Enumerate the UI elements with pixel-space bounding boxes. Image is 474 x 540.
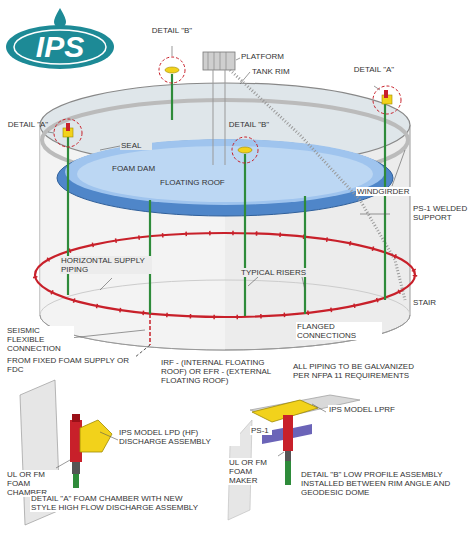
part-label: IPS MODEL LPRF — [328, 405, 420, 414]
part-label: UL OR FM FOAM CHAMBER — [6, 470, 64, 497]
part-label: UL OR FM FOAM MAKER — [228, 458, 282, 485]
callout-label: DETAIL "A" — [352, 65, 396, 74]
part-label: FOAM DAM — [112, 164, 160, 173]
part-label: SEAL — [120, 141, 152, 150]
logo-text: IPS — [18, 32, 102, 62]
callout-label: DETAIL "B" — [150, 26, 194, 35]
horizontal-supply-piping — [35, 233, 415, 317]
part-label: TANK RIM — [252, 67, 302, 76]
callout-label: DETAIL "B" — [226, 120, 272, 129]
risers — [68, 74, 385, 316]
part-label: HORIZONTAL SUPPLY PIPING — [60, 256, 152, 274]
part-label: SEISMIC FLEXIBLE CONNECTION — [6, 326, 74, 353]
note: FROM FIXED FOAM SUPPLY OR FDC — [6, 356, 136, 374]
platform — [203, 52, 235, 70]
part-label: PS-1 — [250, 426, 272, 435]
part-label: PS-1 WELDED SUPPORT — [412, 204, 470, 222]
logo-drop — [54, 8, 66, 28]
part-label: WINDGIRDER — [356, 187, 420, 196]
note: IRF - (INTERNAL FLOATING ROOF) OR EFR - … — [160, 358, 282, 385]
part-label: TYPICAL RISERS — [240, 268, 322, 277]
stair — [230, 70, 405, 300]
part-label: FLANGED CONNECTIONS — [296, 322, 382, 340]
logo-ellipse — [6, 25, 114, 69]
part-label: STAIR — [412, 298, 454, 307]
part-label: PLATFORM — [241, 52, 301, 61]
callout-label: DETAIL "A" — [6, 120, 50, 129]
part-label: IPS MODEL LPD (HF) DISCHARGE ASSEMBLY — [118, 428, 240, 446]
callout-label: DETAIL "B" LOW PROFILE ASSEMBLY INSTALLE… — [300, 470, 470, 497]
foam-chambers — [63, 67, 392, 153]
part-label: FLOATING ROOF — [160, 178, 236, 187]
note: ALL PIPING TO BE GALVANIZED PER NFPA 11 … — [292, 362, 430, 380]
callout-label: DETAIL "A" FOAM CHAMBER WITH NEW STYLE H… — [30, 494, 202, 512]
